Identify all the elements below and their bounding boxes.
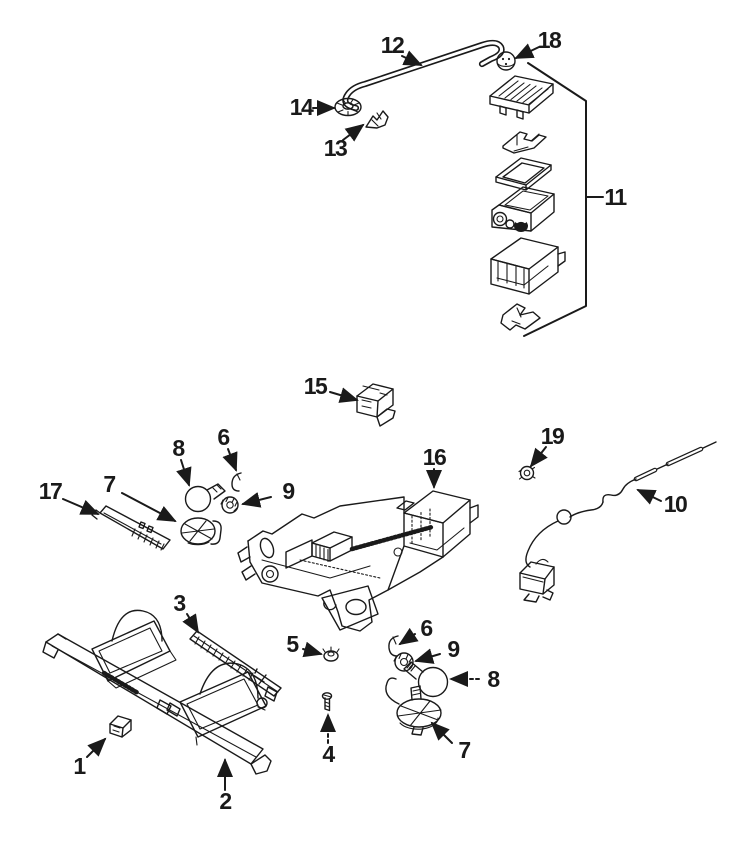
part-9-nut-drawing-lower	[393, 652, 414, 672]
callout-7-upper: 7	[103, 471, 115, 497]
callout-19-arrow	[529, 446, 548, 468]
part-6-clip-drawing-lower	[388, 635, 399, 657]
part-9-nut-drawing-upper	[220, 496, 239, 514]
bottom-frame-assembly	[42, 609, 282, 775]
callout-13-arrow	[342, 123, 365, 142]
callout-6-upper-arrow	[222, 448, 238, 472]
callout-15: 15	[304, 373, 328, 399]
callout-4: 4	[322, 741, 335, 767]
part-3-ribbed-rail-drawing	[189, 630, 282, 702]
part-16-housing-drawing	[237, 490, 479, 632]
stack-housing-drawing	[490, 237, 566, 295]
callout-8-upper: 8	[172, 435, 185, 461]
callout-5: 5	[286, 631, 299, 657]
stack-clip-drawing	[500, 303, 541, 331]
part-13-clip-drawing	[365, 110, 389, 129]
callout-16: 16	[423, 444, 446, 470]
part-4-screw-drawing	[321, 692, 333, 712]
part-6-clip-drawing-upper	[231, 472, 242, 492]
callout-1: 1	[73, 753, 86, 779]
part-2-frame-rail-drawing	[42, 633, 272, 775]
callout-3-arrow	[182, 613, 200, 634]
callout-8-lower: 8	[487, 666, 500, 692]
callout-2: 2	[219, 788, 231, 814]
stack-tray-drawing	[489, 75, 554, 120]
callout-3: 3	[173, 590, 185, 616]
callout-6-lower: 6	[420, 615, 432, 641]
part-8-bulb-drawing-upper	[184, 483, 226, 513]
callout-7-lower-arrow	[430, 721, 453, 744]
frame-loop-left-drawing	[91, 609, 177, 689]
part-1-clip-box-drawing	[109, 715, 132, 738]
part-19-nut-drawing	[518, 465, 536, 481]
callout-9-upper: 9	[282, 478, 294, 504]
part-5-grommet-drawing	[322, 646, 340, 662]
callout-14: 14	[290, 94, 314, 120]
callout-9-lower-arrow	[414, 648, 441, 664]
part-7-socket-drawing-upper	[180, 517, 222, 546]
callout-17: 17	[39, 478, 62, 504]
callout-15-arrow	[329, 387, 359, 403]
callout-11: 11	[604, 184, 627, 210]
bottom-light-cluster	[385, 635, 449, 736]
callout-6-upper: 6	[217, 424, 229, 450]
part-11-stack-drawing	[489, 62, 604, 337]
callout-6-lower-arrow	[398, 627, 419, 646]
callout-9-upper-arrow	[241, 492, 272, 508]
part-15-relay-drawing	[356, 383, 396, 427]
part-7-socket-drawing-lower	[385, 677, 442, 736]
stack-control-drawing	[491, 186, 555, 232]
callout-18: 18	[538, 27, 562, 53]
callout-7-lower: 7	[458, 737, 470, 763]
stack-gasket-drawing	[495, 157, 552, 191]
callout-8-upper-arrow	[176, 459, 192, 487]
part-12-tube-drawing	[342, 39, 505, 112]
callout-12-arrow	[401, 50, 423, 66]
callout-17-arrow	[62, 498, 100, 515]
callout-10-arrow	[636, 489, 662, 505]
bracket-11-line	[523, 62, 587, 337]
callout-7-upper-arrow	[121, 492, 177, 522]
callout-1-arrow	[86, 737, 107, 758]
callout-5-arrow	[302, 641, 323, 658]
callout-labels: 12 18 14 13 11 15 16 19 10 17 7 8 6 9 3 …	[39, 27, 689, 814]
callout-18-arrow	[514, 43, 540, 59]
part-8-bulb-drawing-lower	[403, 661, 449, 698]
callout-19: 19	[541, 423, 564, 449]
callout-10: 10	[664, 491, 687, 517]
part-18-cap-drawing	[496, 51, 516, 71]
stack-bracket-drawing	[502, 131, 547, 154]
part-10-thermostat-drawing	[519, 441, 717, 603]
callout-12: 12	[381, 32, 404, 58]
callout-arrows	[62, 43, 662, 791]
callout-9-lower: 9	[447, 636, 459, 662]
callout-13: 13	[324, 135, 347, 161]
